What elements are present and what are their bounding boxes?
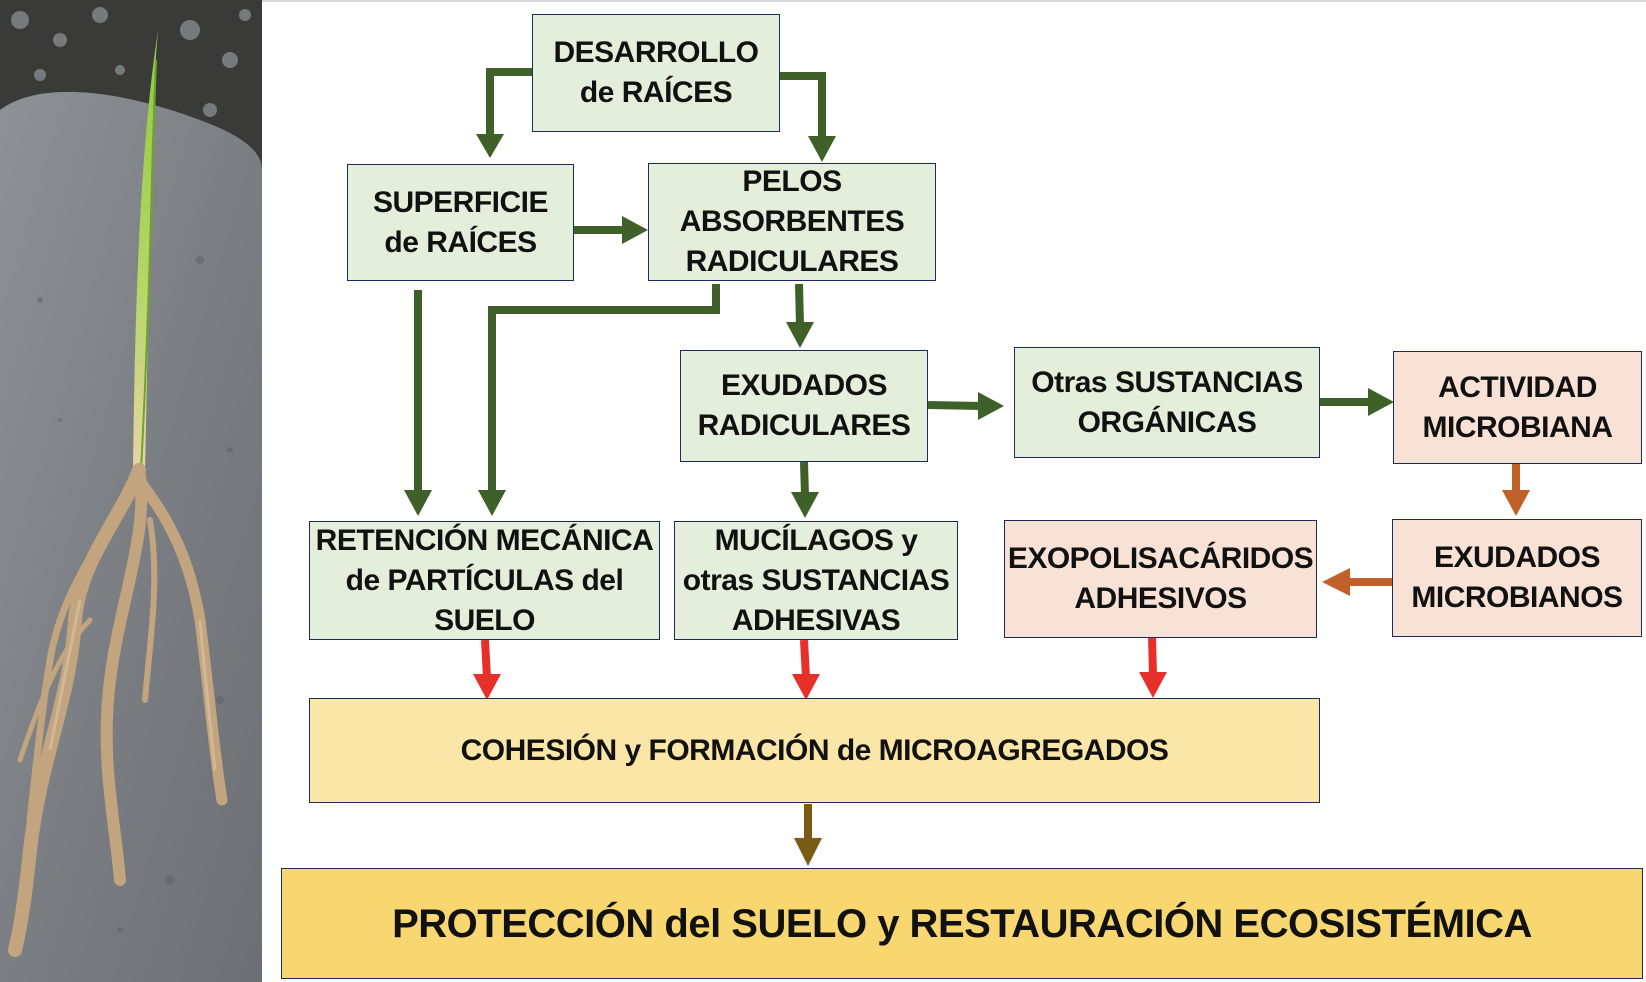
arrow-desarrollo-to-superficie — [486, 68, 532, 138]
box-mucilagos: MUCÍLAGOS y otras SUSTANCIAS ADHESIVAS — [674, 521, 958, 640]
box-actividad-microbiana: ACTIVIDAD MICROBIANA — [1393, 351, 1642, 464]
arrow-pelos-to-exudados — [795, 283, 804, 327]
arrow-pelos-to-retencion — [488, 284, 720, 494]
box-desarrollo-raices: DESARROLLO de RAÍCES — [532, 14, 780, 132]
box-retencion-mecanica: RETENCIÓN MECÁNICA de PARTÍCULAS del SUE… — [309, 521, 660, 640]
arrow-exudados-to-otras — [927, 401, 983, 410]
box-pelos-absorbentes: PELOS ABSORBENTES RADICULARES — [648, 163, 936, 281]
arrow-desarrollo-to-pelos — [780, 72, 826, 140]
arrow-exudados-to-mucilagos — [800, 461, 809, 497]
top-border-line — [262, 0, 1646, 2]
box-superficie-raices: SUPERFICIE de RAÍCES — [347, 164, 574, 281]
box-otras-sustancias: Otras SUSTANCIAS ORGÁNICAS — [1014, 347, 1320, 458]
arrow-retencion-to-cohesion — [481, 639, 491, 679]
seedling-root-photo — [0, 0, 262, 982]
arrow-exopoli-to-cohesion — [1148, 635, 1157, 677]
arrow-mucilagos-to-cohesion — [800, 639, 810, 679]
box-exudados-microbianos: EXUDADOS MICROBIANOS — [1392, 519, 1642, 637]
box-exudados-radiculares: EXUDADOS RADICULARES — [680, 350, 928, 462]
box-proteccion-suelo: PROTECCIÓN del SUELO y RESTAURACIÓN ECOS… — [281, 868, 1643, 979]
box-cohesion-microagregados: COHESIÓN y FORMACIÓN de MICROAGREGADOS — [309, 698, 1320, 803]
box-exopolisacaridos: EXOPOLISACÁRIDOS ADHESIVOS — [1004, 520, 1317, 638]
